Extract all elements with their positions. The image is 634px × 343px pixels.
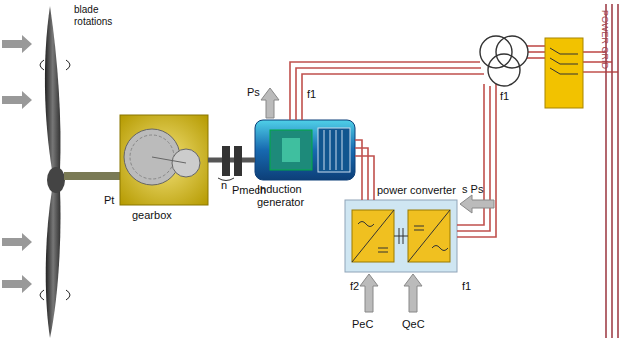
signal-label: POWER GRID: [600, 10, 610, 69]
component-node: Induction generator: [255, 120, 355, 180]
signal-label: f2: [350, 280, 359, 293]
coupling-disc: [234, 146, 242, 176]
coupling-disc: [222, 146, 230, 176]
rotor-blades: [45, 6, 65, 338]
grid-switch: [545, 38, 583, 108]
signal-label: Pt: [104, 194, 114, 207]
signal-label: Pmech: [232, 184, 266, 197]
signal-label: f1: [307, 88, 316, 101]
connector: [355, 140, 374, 200]
signal-label: QeC: [402, 318, 425, 331]
wind-arrows: [2, 35, 32, 293]
rotor-side-converter: [352, 210, 394, 262]
component-label: power converter: [377, 184, 456, 197]
connector: [208, 160, 255, 161]
signal-label: Ps: [247, 86, 260, 99]
component-node: power converter: [345, 200, 457, 272]
signal-label: PeC: [352, 318, 373, 331]
grid-side-converter: [408, 210, 450, 262]
transformer: [480, 36, 528, 86]
signal-label: s Ps: [462, 183, 483, 196]
signal-label: n: [221, 179, 227, 192]
converter-housing: [345, 200, 457, 272]
slip-rings: [318, 128, 350, 172]
stator-core: [270, 130, 312, 170]
dc-link-capacitor: [394, 228, 408, 244]
component-node: gearbox: [120, 115, 208, 205]
generator-body: [255, 120, 355, 180]
signal-label: f1: [462, 280, 471, 293]
component-label: gearbox: [132, 209, 172, 222]
component-label: Induction generator: [257, 183, 327, 208]
gearbox-housing: [120, 115, 208, 205]
signal-label: blade rotations: [74, 4, 124, 27]
signal-label: f1: [500, 90, 509, 103]
low-speed-shaft: [64, 172, 120, 180]
